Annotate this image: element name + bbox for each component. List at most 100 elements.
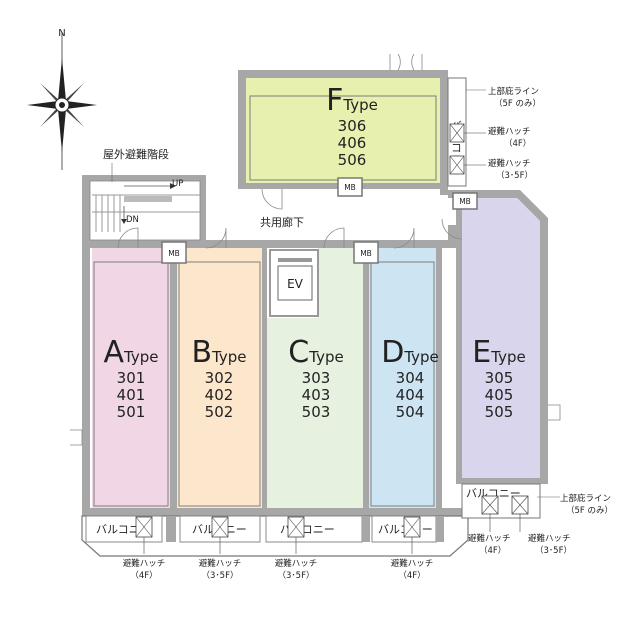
note-bottom-hatch-a-2: （4F） — [130, 570, 157, 581]
note-f-hatch-4f: 避難ハッチ （4F） — [488, 126, 531, 149]
note-bottom-hatch-d-2: （4F） — [398, 570, 425, 581]
note-e-hatch-35f-1: 避難ハッチ — [528, 533, 571, 544]
outdoor-stairs-label: 屋外避難階段 — [103, 147, 169, 161]
unit-b-room-3: 502 — [205, 403, 234, 421]
unit-b-room — [177, 248, 262, 508]
unit-b-room-2: 402 — [205, 386, 234, 404]
note-bottom-hatch-b-1: 避難ハッチ — [199, 558, 242, 569]
unit-b-type: Type — [211, 348, 246, 366]
stairs-down-label: DN — [126, 215, 139, 225]
unit-a-room-2: 401 — [117, 386, 146, 404]
unit-d-letter: D — [381, 335, 404, 370]
unit-e-room-3: 505 — [485, 403, 514, 421]
unit-e-type: Type — [490, 348, 525, 366]
hatch-icon-e-4f — [481, 495, 499, 532]
unit-a-type: Type — [123, 348, 158, 366]
elevator-label: EV — [287, 277, 304, 291]
hatch-icon-e-35f — [511, 495, 529, 532]
mb-box-a: MB — [161, 241, 187, 264]
unit-e-room-1: 305 — [485, 369, 514, 387]
unit-d-room-3: 504 — [396, 403, 425, 421]
corridor-label: 共用廊下 — [260, 215, 304, 229]
mb-label: MB — [168, 249, 180, 258]
mb-label: MB — [459, 197, 471, 206]
mb-box-e: MB — [452, 192, 478, 210]
unit-f-letter: F — [326, 83, 343, 118]
unit-c-room-1: 303 — [302, 369, 331, 387]
mb-box-f: MB — [337, 177, 363, 197]
hatch-icon-bottom-a — [135, 516, 153, 554]
hatch-icon-f-4f — [449, 123, 486, 143]
unit-f-type: Type — [342, 96, 377, 114]
note-bottom-hatch-c-2: （3･5F） — [278, 570, 315, 581]
note-bottom-hatch-d: 避難ハッチ （4F） — [391, 558, 434, 581]
svg-text:BType: BType — [191, 335, 246, 370]
unit-c-type: Type — [308, 348, 343, 366]
unit-a-label: AType 301 401 501 — [104, 335, 159, 421]
unit-e-label: EType 305 405 505 — [472, 335, 525, 421]
note-f-hatch-35f-1: 避難ハッチ — [488, 158, 531, 169]
mb-box-d: MB — [353, 241, 379, 264]
unit-d-room-2: 404 — [396, 386, 425, 404]
balcony-label-e: バルコニー — [466, 487, 521, 500]
note-bottom-hatch-b-2: （3･5F） — [202, 570, 239, 581]
unit-e-letter: E — [472, 335, 491, 370]
note-e-hatch-4f-1: 避難ハッチ — [468, 533, 511, 544]
stairs-up-label: UP — [172, 179, 183, 189]
compass-icon: N — [27, 28, 97, 170]
unit-a-room-1: 301 — [117, 369, 146, 387]
svg-text:DType: DType — [381, 335, 439, 370]
unit-b-letter: B — [191, 335, 212, 370]
svg-text:EType: EType — [472, 335, 525, 370]
unit-b-room-1: 302 — [205, 369, 234, 387]
note-f-top-line-1: 上部庇ライン — [488, 86, 539, 97]
note-f-top-line-2: （5F のみ） — [494, 98, 541, 109]
compass-north-label: N — [58, 28, 65, 39]
note-bottom-hatch-c: 避難ハッチ （3･5F） — [275, 558, 318, 581]
note-e-top-line-2: （5F のみ） — [566, 505, 613, 516]
svg-text:CType: CType — [288, 335, 343, 370]
unit-c-label: CType 303 403 503 — [288, 335, 343, 421]
note-f-hatch-35f-2: （3･5F） — [496, 170, 533, 181]
note-e-top-line-1: 上部庇ライン — [560, 493, 611, 504]
unit-a-room-3: 501 — [117, 403, 146, 421]
note-bottom-hatch-c-1: 避難ハッチ — [275, 558, 318, 569]
unit-f-room-3: 506 — [338, 151, 367, 169]
hatch-icon-bottom-b — [211, 516, 229, 554]
svg-text:AType: AType — [104, 335, 159, 370]
unit-a-letter: A — [104, 335, 125, 370]
unit-d-label: DType 304 404 504 — [381, 335, 439, 421]
note-e-hatch-4f-2: （4F） — [479, 545, 506, 556]
unit-c-room-3: 503 — [302, 403, 331, 421]
note-bottom-hatch-a: 避難ハッチ （4F） — [123, 558, 166, 581]
unit-e-room-2: 405 — [485, 386, 514, 404]
note-bottom-hatch-a-1: 避難ハッチ — [123, 558, 166, 569]
note-e-hatch-35f: 避難ハッチ （3･5F） — [528, 533, 572, 556]
unit-d-room — [369, 248, 436, 508]
unit-b-label: BType 302 402 502 — [191, 335, 246, 421]
unit-c-letter: C — [288, 335, 309, 370]
outdoor-stairs: 屋外避難階段 UP DN — [89, 147, 201, 241]
mb-label: MB — [360, 249, 372, 258]
svg-text:FType: FType — [326, 83, 378, 118]
note-bottom-hatch-b: 避難ハッチ （3･5F） — [199, 558, 242, 581]
elevator: EV — [269, 249, 319, 317]
note-e-hatch-4f: 避難ハッチ （4F） — [468, 533, 511, 556]
note-f-hatch-35f: 避難ハッチ （3･5F） — [488, 158, 533, 181]
unit-f-label: FType 306 406 506 — [326, 83, 378, 169]
unit-d-room-1: 304 — [396, 369, 425, 387]
unit-c-room — [267, 248, 363, 508]
hatch-icon-f-35f — [449, 155, 486, 175]
unit-f-room-1: 306 — [338, 117, 367, 135]
hatch-icon-bottom-d — [403, 516, 421, 554]
hatch-icon-bottom-c — [287, 516, 305, 554]
note-e-hatch-35f-2: （3･5F） — [535, 545, 572, 556]
note-f-top-line: 上部庇ライン （5F のみ） — [488, 86, 541, 109]
note-f-hatch-4f-2: （4F） — [504, 138, 531, 149]
note-bottom-hatch-d-1: 避難ハッチ — [391, 558, 434, 569]
note-f-hatch-4f-1: 避難ハッチ — [488, 126, 531, 137]
door-swings — [70, 53, 561, 446]
unit-d-type: Type — [403, 348, 438, 366]
note-e-top-line: 上部庇ライン （5F のみ） — [560, 493, 613, 516]
